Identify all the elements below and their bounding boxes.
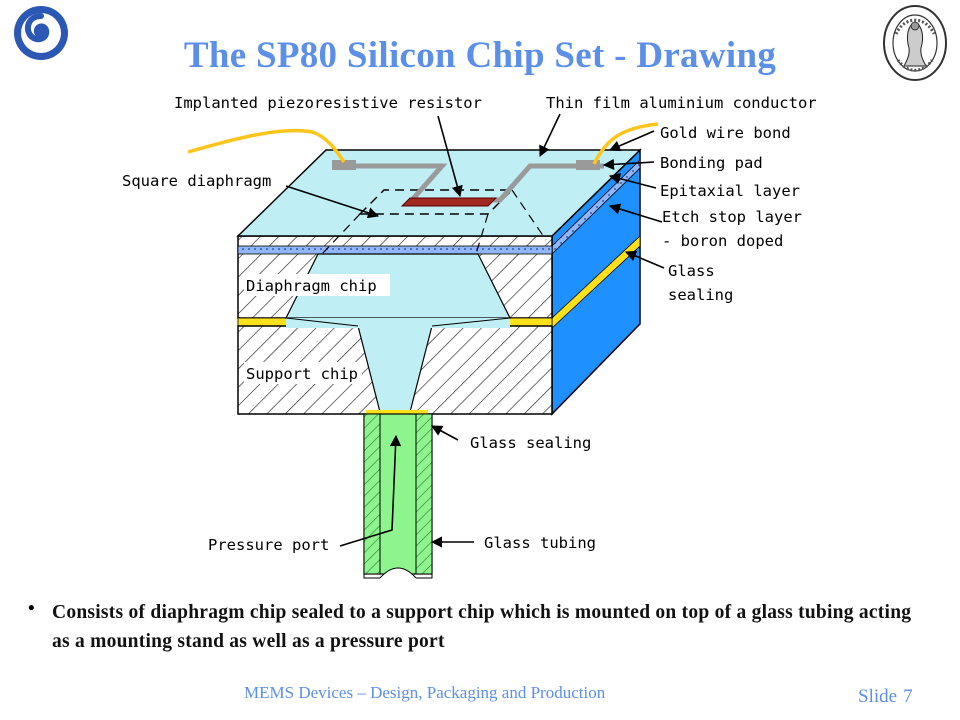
gold-wire-right [592,122,659,165]
support-glass-seal [366,410,428,415]
epitaxial-layer-front [237,245,553,255]
piezoresistor [400,197,498,207]
label-bonding-pad: Bonding pad [660,154,763,172]
slide-label: Slide [858,686,898,707]
bullet-marker: • [28,598,35,619]
label-epitaxial: Epitaxial layer [660,182,800,200]
label-glass-sealing: Glass sealing [470,434,591,452]
slide-number-value: 7 [903,686,913,707]
label-etch-stop-1: Etch stop layer [662,208,802,226]
bonding-pad-left [332,160,356,170]
label-pressure-port: Pressure port [208,536,329,554]
bullet-text: Consists of diaphragm chip sealed to a s… [52,602,912,652]
label-support-chip: Support chip [246,365,358,383]
blue-swirl-logo-icon [14,6,68,60]
footer-text: MEMS Devices – Design, Packaging and Pro… [244,683,606,702]
label-etch-stop-2: - boron doped [662,232,783,250]
label-glass-side-1: Glass [668,262,715,280]
label-implanted-resistor: Implanted piezoresistive resistor [174,94,482,112]
bonding-pad-right [576,160,600,170]
label-glass-tubing: Glass tubing [484,534,596,552]
label-diaphragm-chip: Diaphragm chip [246,277,377,295]
label-square-diaphragm: Square diaphragm [122,172,271,190]
sp80-chip-diagram: Implanted piezoresistive resistor Thin f… [122,94,817,579]
university-seal-icon [883,5,947,81]
slide-title: The SP80 Silicon Chip Set - Drawing [183,35,777,76]
gold-wire-left [187,128,346,163]
label-glass-side-2: sealing [668,286,733,304]
chip-top-face [236,149,642,237]
label-gold-wire: Gold wire bond [660,124,791,142]
label-thin-film: Thin film aluminium conductor [546,94,817,112]
glass-tubing [363,413,433,579]
